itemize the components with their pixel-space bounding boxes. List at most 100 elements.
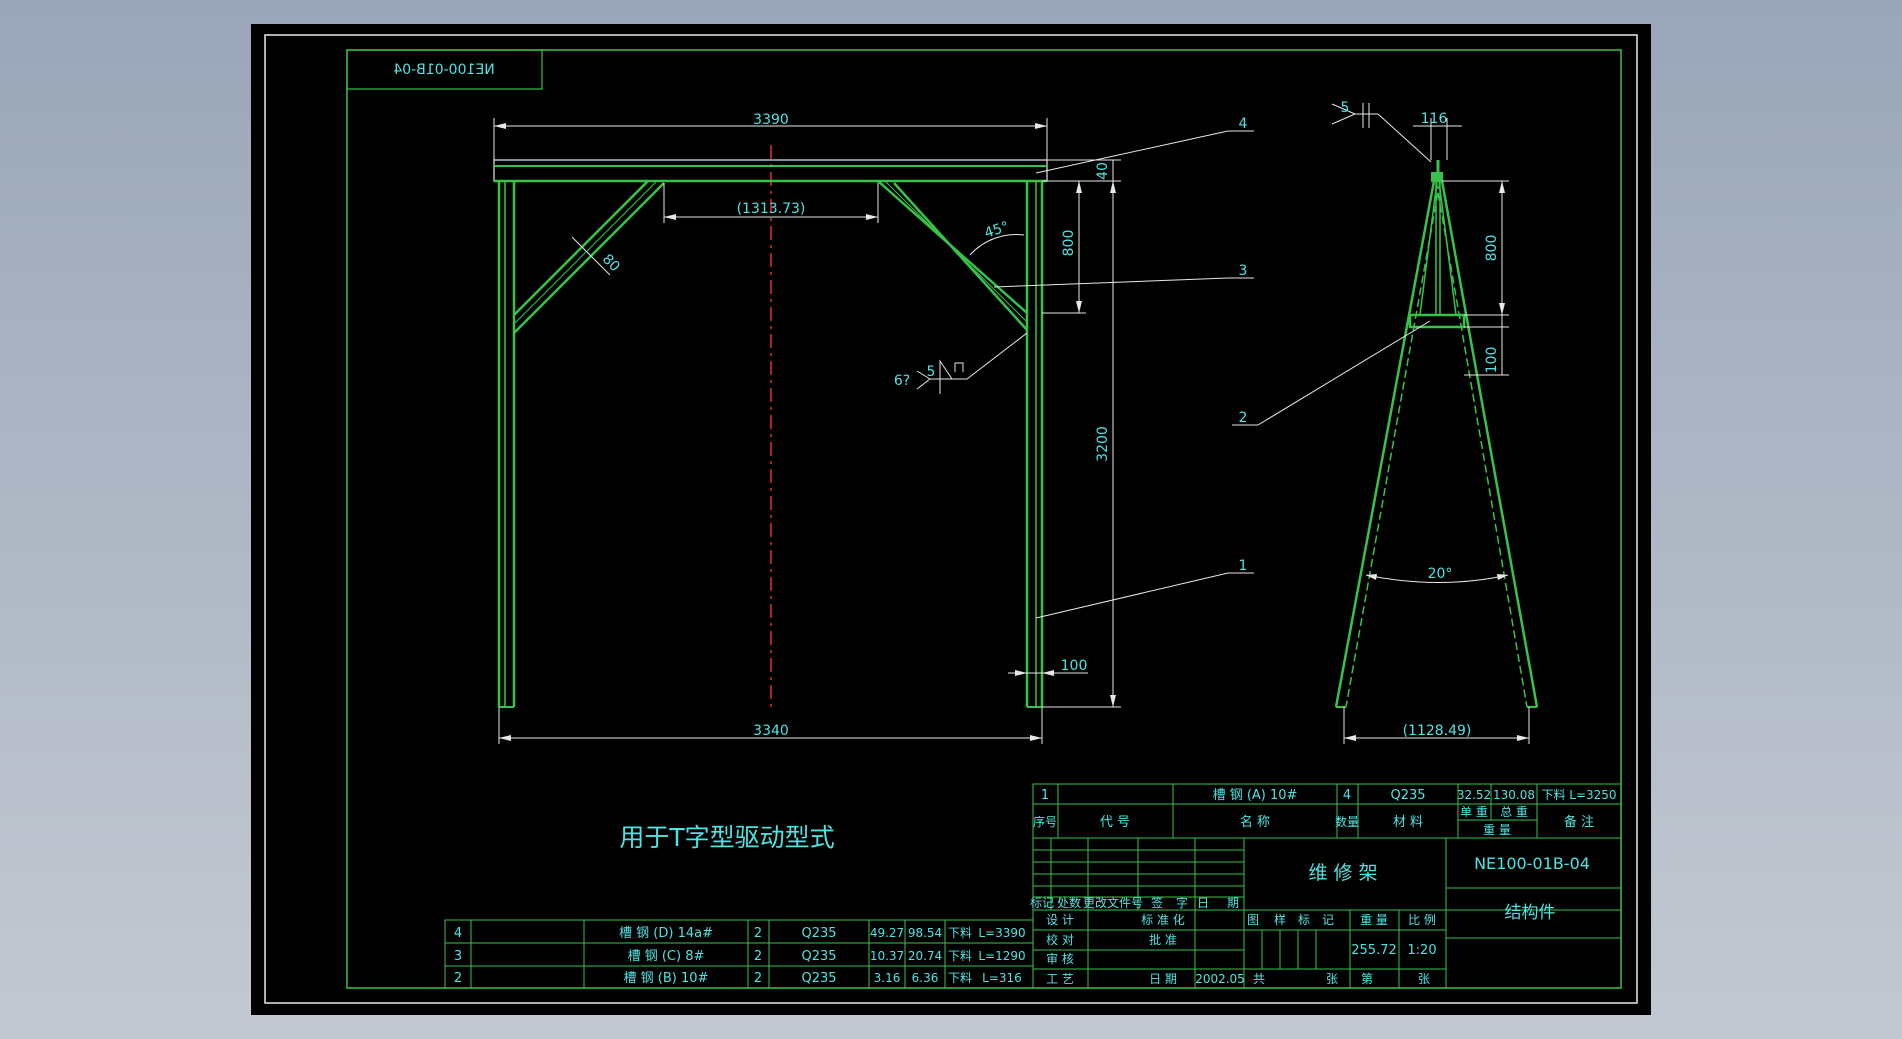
svg-text:批 准: 批 准 [1149, 932, 1177, 947]
mirrored-code-text: NE100-01B-04 [393, 62, 494, 78]
svg-text:设 计: 设 计 [1046, 913, 1074, 927]
svg-text:比 例: 比 例 [1408, 913, 1436, 927]
svg-text:标 准 化: 标 准 化 [1141, 913, 1185, 927]
dim-top-width-text: 3390 [753, 112, 789, 128]
lower-parts-row-2: 2 槽 钢 (B) 10# 2 Q235 3.16 6.36 下料 L=316 [454, 971, 1022, 986]
svg-text:下料: 下料 [948, 971, 972, 985]
weld-5-text: 5 [927, 364, 936, 380]
svg-text:图: 图 [1247, 913, 1259, 927]
dim-side-angle-text: 20° [1428, 566, 1453, 582]
dim-3200-text: 3200 [1095, 426, 1111, 462]
svg-text:校 对: 校 对 [1046, 932, 1074, 947]
svg-text:字: 字 [1176, 895, 1188, 910]
outer-frame [264, 34, 1638, 1004]
svg-text:L=3390: L=3390 [978, 926, 1025, 940]
svg-text:张: 张 [1418, 972, 1430, 986]
svg-text:代 号: 代 号 [1100, 815, 1130, 830]
svg-text:10.37: 10.37 [870, 949, 904, 963]
svg-text:处数: 处数 [1057, 895, 1081, 910]
balloon-4: 4 [1239, 116, 1248, 132]
svg-text:样: 样 [1274, 912, 1286, 927]
dim-foot-text: 100 [1061, 658, 1088, 674]
upper-parts-header: 序号 代 号 名 称 数量 材 料 单 重 总 重 重 量 备 注 [1033, 805, 1594, 837]
title-block-text: 维 修 架 NE100-01B-04 结构件 标记 处数 更改文件号 签 字 日… [1030, 854, 1590, 986]
svg-text:2: 2 [754, 926, 762, 941]
drawing-sheet [251, 24, 1651, 1015]
lower-parts-row-3: 3 槽 钢 (C) 8# 2 Q235 10.37 20.74 下料 L=129… [454, 949, 1026, 964]
left-brace [513, 180, 665, 334]
svg-text:张: 张 [1326, 972, 1338, 986]
svg-text:下料 L=3250: 下料 L=3250 [1541, 788, 1616, 802]
svg-text:单 重: 单 重 [1460, 805, 1488, 819]
leader-3: 3 [993, 263, 1254, 288]
svg-text:序号: 序号 [1033, 814, 1057, 829]
svg-text:6.36: 6.36 [912, 971, 939, 985]
dim-vertical-right: 800 40 3200 [1042, 159, 1121, 708]
svg-text:L=1290: L=1290 [978, 949, 1025, 963]
left-leg [497, 181, 516, 708]
svg-text:标: 标 [1298, 913, 1310, 927]
svg-text:审 核: 审 核 [1046, 951, 1074, 966]
dim-brace: 80 [571, 236, 623, 276]
svg-text:日: 日 [1197, 896, 1209, 910]
svg-text:98.54: 98.54 [908, 926, 942, 940]
svg-text:槽 钢 (B) 10#: 槽 钢 (B) 10# [624, 971, 709, 986]
dim-40-text: 40 [1095, 162, 1111, 180]
svg-text:记: 记 [1322, 913, 1334, 927]
upper-parts-row-1: 1 槽 钢 (A) 10# 4 Q235 32.52 130.08 下料 L=3… [1041, 788, 1617, 803]
svg-text:3.16: 3.16 [874, 971, 901, 985]
svg-text:32.52: 32.52 [1457, 788, 1491, 802]
lower-parts-table [444, 919, 1034, 989]
total-weight: 255.72 [1351, 943, 1397, 958]
svg-text:下料: 下料 [948, 926, 972, 940]
dim-bottom-width-text: 3340 [753, 723, 789, 739]
svg-text:Q235: Q235 [801, 926, 836, 941]
dim-top-width: 3390 [493, 112, 1048, 160]
dim-bottom-width: 3340 [498, 707, 1043, 744]
leader-2: 2 [1232, 320, 1431, 426]
svg-text:数量: 数量 [1335, 814, 1359, 829]
svg-text:Q235: Q235 [801, 949, 836, 964]
front-view: 3390 (1313.73) 80 45° [493, 112, 1254, 744]
dim-beam-gap-text: (1313.73) [737, 201, 806, 217]
svg-text:备 注: 备 注 [1564, 814, 1594, 830]
svg-text:49.27: 49.27 [870, 926, 904, 940]
svg-text:2: 2 [454, 971, 462, 986]
balloon-1: 1 [1239, 558, 1248, 574]
scale: 1:20 [1407, 943, 1436, 958]
dim-side-angle: 20° [1365, 566, 1509, 583]
svg-text:工 艺: 工 艺 [1046, 972, 1074, 986]
svg-text:L=316: L=316 [982, 971, 1022, 985]
drawing-type: 结构件 [1505, 903, 1556, 923]
svg-text:Q235: Q235 [1390, 788, 1425, 803]
drawing-code: NE100-01B-04 [1474, 854, 1590, 873]
weld-6-text: 6? [894, 373, 910, 389]
svg-text:标记: 标记 [1030, 896, 1054, 910]
dim-side-100-text: 100 [1484, 347, 1500, 374]
svg-text:总 重: 总 重 [1500, 805, 1528, 819]
weld-symbol: 6? 5 [894, 332, 1028, 394]
mirrored-code-box: NE100-01B-04 [346, 49, 543, 90]
svg-text:槽 钢 (D) 14a#: 槽 钢 (D) 14a# [619, 926, 713, 941]
svg-text:4: 4 [454, 926, 462, 941]
svg-text:重 量: 重 量 [1483, 823, 1511, 837]
dim-angle-45-text: 45° [982, 219, 1011, 242]
svg-text:签: 签 [1151, 895, 1163, 910]
dim-side-width-text: (1128.49) [1403, 723, 1472, 739]
svg-text:2: 2 [754, 949, 762, 964]
svg-text:更改文件号: 更改文件号 [1083, 895, 1143, 910]
svg-text:期: 期 [1227, 896, 1239, 910]
svg-text:3: 3 [454, 949, 462, 964]
dim-side-width: (1128.49) [1343, 707, 1530, 744]
balloon-3: 3 [1239, 263, 1248, 279]
svg-text:20.74: 20.74 [908, 949, 942, 963]
dim-800-text: 800 [1061, 230, 1077, 257]
drawing-note: 用于T字型驱动型式 [619, 823, 834, 852]
side-view: 116 5 800 100 2 [1232, 100, 1539, 744]
svg-text:下料: 下料 [948, 949, 972, 963]
dim-side-vertical: 800 100 [1442, 180, 1509, 376]
dim-side-116: 116 [1413, 111, 1462, 160]
svg-text:4: 4 [1343, 788, 1351, 803]
dim-beam-gap: (1313.73) [663, 183, 879, 223]
